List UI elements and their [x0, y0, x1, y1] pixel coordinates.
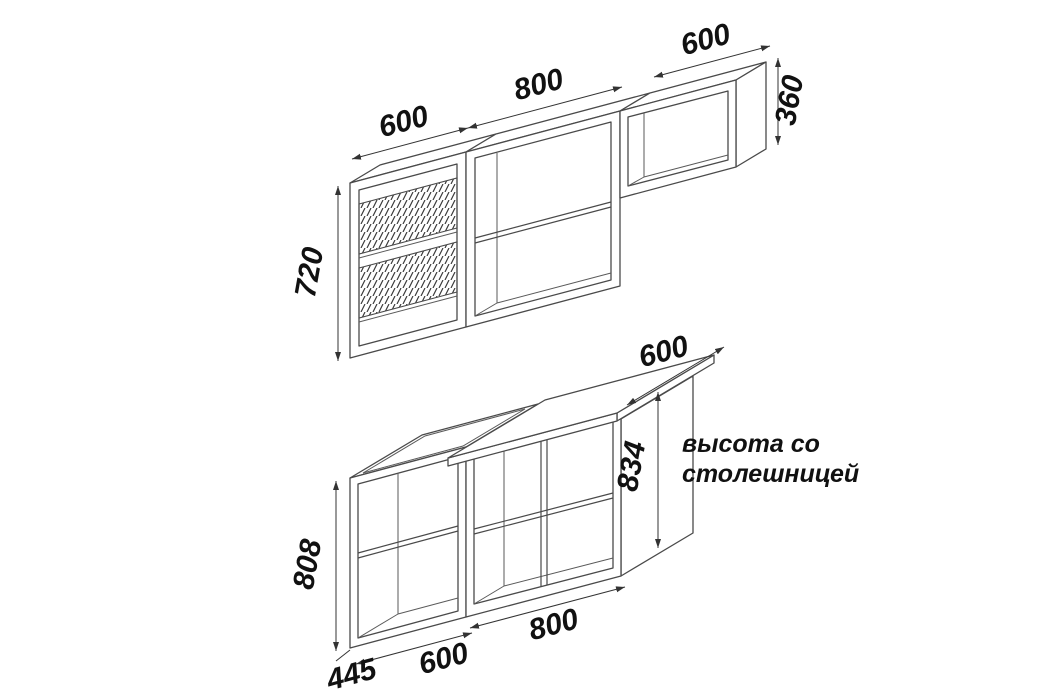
dim-label-lower-right-width: 800 [525, 602, 582, 647]
countertop-height-note: высота со столешницей [682, 430, 859, 488]
dim-label-upper-right-height: 360 [769, 73, 810, 128]
base-cabinet-left [349, 403, 539, 649]
dim-label-upper-left-height: 720 [289, 245, 330, 300]
dim-label-lower-left-depth: 445 [322, 652, 381, 697]
dimensions: 600 800 600 360 720 600 [287, 17, 859, 697]
dim-label-cabinet-height: 808 [287, 537, 328, 592]
wall-cabinet-left [349, 133, 497, 359]
dim-label-upper-left-width: 600 [375, 99, 432, 144]
dim-upper-left-height: 720 [289, 186, 341, 361]
dim-cabinet-height: 808 [287, 481, 339, 651]
dim-lower-left-depth: 445 [322, 649, 381, 697]
dish-rack-lower [358, 241, 458, 319]
note-line-1: высота со [682, 430, 820, 458]
dim-upper-right-height: 360 [769, 58, 810, 145]
dish-rack-upper [358, 177, 458, 255]
wall-cabinet-right [619, 61, 767, 199]
lower-base-cabinets [349, 354, 715, 649]
dim-label-upper-middle-width: 800 [510, 62, 567, 107]
dim-label-lower-left-width: 600 [415, 636, 472, 681]
dim-label-upper-right-width: 600 [677, 17, 734, 62]
note-line-2: столешницей [682, 460, 859, 488]
